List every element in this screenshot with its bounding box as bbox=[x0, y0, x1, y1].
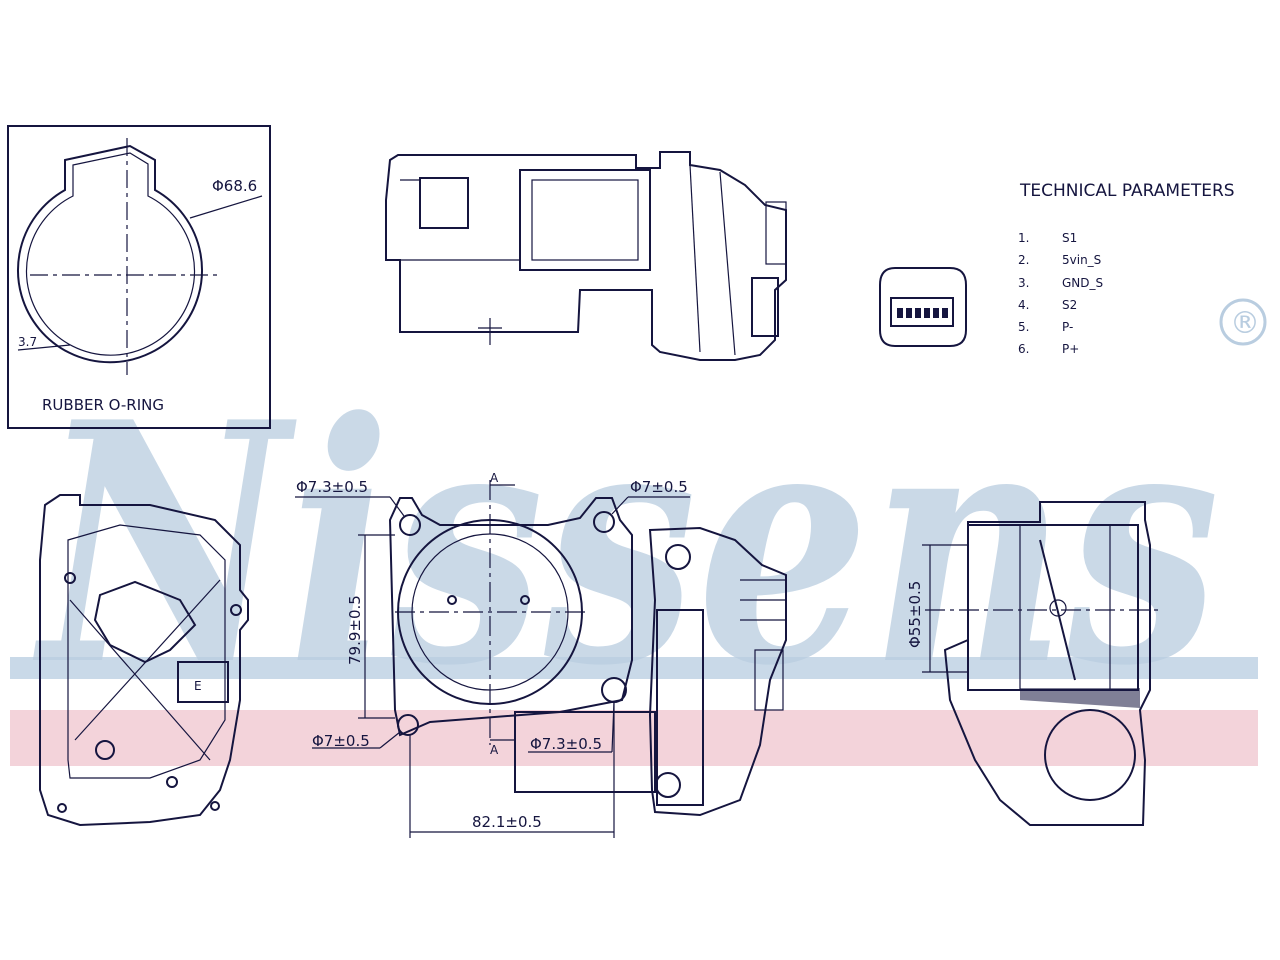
width-dimension-label: 82.1±0.5 bbox=[472, 813, 542, 831]
pin-signal: P- bbox=[1062, 320, 1073, 334]
front-view-valve-screw bbox=[447, 595, 457, 605]
section-marker-top: A bbox=[490, 471, 499, 485]
rear-view-inner-outline bbox=[67, 524, 226, 779]
oring-frame bbox=[7, 125, 271, 429]
throttle-body-side-view: Φ55±0.5 bbox=[906, 501, 1160, 826]
pin-signal: S1 bbox=[1062, 231, 1077, 245]
rear-view-rib bbox=[69, 599, 211, 761]
front-view-spigot bbox=[514, 711, 656, 793]
pin-number: 3. bbox=[1018, 276, 1029, 290]
pin-list: 1. S1 2. 5vin_S 3. GND_S 4. S2 5. P- 6. … bbox=[1018, 231, 1103, 356]
connector-pin-block bbox=[890, 297, 954, 327]
throttle-body-front-view: 79.9±0.5 82.1±0.5 Φ7.3±0.5 Φ7±0.5 Φ7±0.5… bbox=[295, 471, 787, 838]
front-view-valve-screw bbox=[520, 595, 530, 605]
registered-mark: ® bbox=[1230, 306, 1260, 341]
technical-parameters-title: TECHNICAL PARAMETERS bbox=[1019, 181, 1235, 201]
rear-view-screw bbox=[230, 604, 242, 616]
oring-section-label: 3.7 bbox=[18, 335, 37, 349]
oring-diameter-label: Φ68.6 bbox=[212, 177, 257, 195]
rear-view-gear-cover bbox=[93, 580, 197, 664]
front-view-motor-block bbox=[656, 609, 704, 806]
front-view-actuator-bolt bbox=[655, 772, 681, 798]
oring-caption: RUBBER O-RING bbox=[42, 396, 164, 414]
bore-dimension-label: Φ55±0.5 bbox=[906, 581, 924, 648]
oring-diameter-leader bbox=[189, 195, 263, 219]
watermark-pink-stripe bbox=[10, 710, 1258, 766]
rear-view-screw bbox=[210, 801, 220, 811]
hole-bottom-right-leader bbox=[611, 701, 615, 753]
top-view-motor-edge2 bbox=[719, 171, 736, 356]
rear-view-sensor-box bbox=[177, 661, 229, 703]
front-view-connector bbox=[754, 649, 784, 711]
connector-pin-view bbox=[879, 267, 967, 347]
top-view-motor-edge bbox=[689, 164, 701, 353]
side-view-hatched-seal bbox=[1020, 688, 1140, 708]
pin-signal: 5vin_S bbox=[1062, 253, 1101, 267]
oring-section-leader bbox=[17, 344, 71, 351]
pin-signal: GND_S bbox=[1062, 276, 1103, 290]
front-view-actuator-housing bbox=[648, 526, 787, 817]
front-view-hole-bottom-left bbox=[397, 714, 419, 736]
top-view-connector bbox=[751, 277, 779, 337]
pin-number: 5. bbox=[1018, 320, 1029, 334]
rear-view-sensor-mark: E bbox=[194, 679, 202, 693]
throttle-body-top-view bbox=[385, 151, 787, 361]
side-view-throttle-plate bbox=[1039, 539, 1076, 681]
connector-pin-1 bbox=[897, 308, 903, 318]
rear-view-screw bbox=[64, 572, 76, 584]
connector-pins bbox=[897, 308, 948, 318]
front-view-hole-top-left bbox=[399, 514, 421, 536]
hole-bottom-left-leader bbox=[379, 731, 401, 749]
hole-top-right-label: Φ7±0.5 bbox=[630, 478, 688, 496]
top-view-body-outline bbox=[385, 151, 787, 361]
technical-parameters: TECHNICAL PARAMETERS 1. S1 2. 5vin_S 3. … bbox=[1018, 181, 1235, 356]
side-view-shaft bbox=[1049, 599, 1067, 617]
hole-top-left-label: Φ7.3±0.5 bbox=[296, 478, 368, 496]
connector-pin-6 bbox=[942, 308, 948, 318]
connector-pin-4 bbox=[924, 308, 930, 318]
side-view-outline bbox=[943, 501, 1151, 826]
top-view-actuator-inner bbox=[531, 179, 639, 261]
connector-pin-3 bbox=[915, 308, 921, 318]
hole-top-right-leader bbox=[611, 496, 629, 515]
top-view-actuator-housing bbox=[519, 169, 651, 271]
pin-number: 1. bbox=[1018, 231, 1029, 245]
oring-detail: Φ68.6 3.7 RUBBER O-RING bbox=[7, 125, 271, 429]
front-view-actuator-boss bbox=[665, 544, 691, 570]
registered-mark-circle bbox=[1219, 298, 1267, 346]
rear-view-rib2 bbox=[74, 579, 221, 741]
oring-outer-contour bbox=[17, 144, 203, 364]
hole-bottom-right-label: Φ7.3±0.5 bbox=[530, 735, 602, 753]
top-view-left-flange bbox=[419, 177, 469, 229]
oring-inner-contour bbox=[25, 152, 196, 356]
pin-number: 6. bbox=[1018, 342, 1029, 356]
rear-view-outline bbox=[39, 494, 249, 827]
rear-view-bolt bbox=[95, 740, 115, 760]
connector-pin-5 bbox=[933, 308, 939, 318]
height-dimension-label: 79.9±0.5 bbox=[346, 595, 364, 665]
hole-bottom-left-label: Φ7±0.5 bbox=[312, 732, 370, 750]
side-view-lower-bore bbox=[1044, 709, 1136, 801]
pin-signal: S2 bbox=[1062, 298, 1077, 312]
throttle-body-rear-view: E bbox=[39, 494, 249, 827]
front-view-hole-top-right bbox=[593, 511, 615, 533]
connector-outline bbox=[879, 267, 967, 347]
watermark-brand-text: Nissens bbox=[32, 350, 1220, 738]
rear-view-screw bbox=[57, 803, 67, 813]
connector-pin-2 bbox=[906, 308, 912, 318]
pin-number: 2. bbox=[1018, 253, 1029, 267]
section-marker-bottom: A bbox=[490, 743, 499, 757]
nissens-watermark: Nissens ® bbox=[10, 298, 1267, 766]
top-view-connector-tab bbox=[765, 201, 787, 265]
pin-number: 4. bbox=[1018, 298, 1029, 312]
pin-signal: P+ bbox=[1062, 342, 1079, 356]
hole-top-left-leader bbox=[389, 496, 405, 517]
rear-view-screw bbox=[166, 776, 178, 788]
